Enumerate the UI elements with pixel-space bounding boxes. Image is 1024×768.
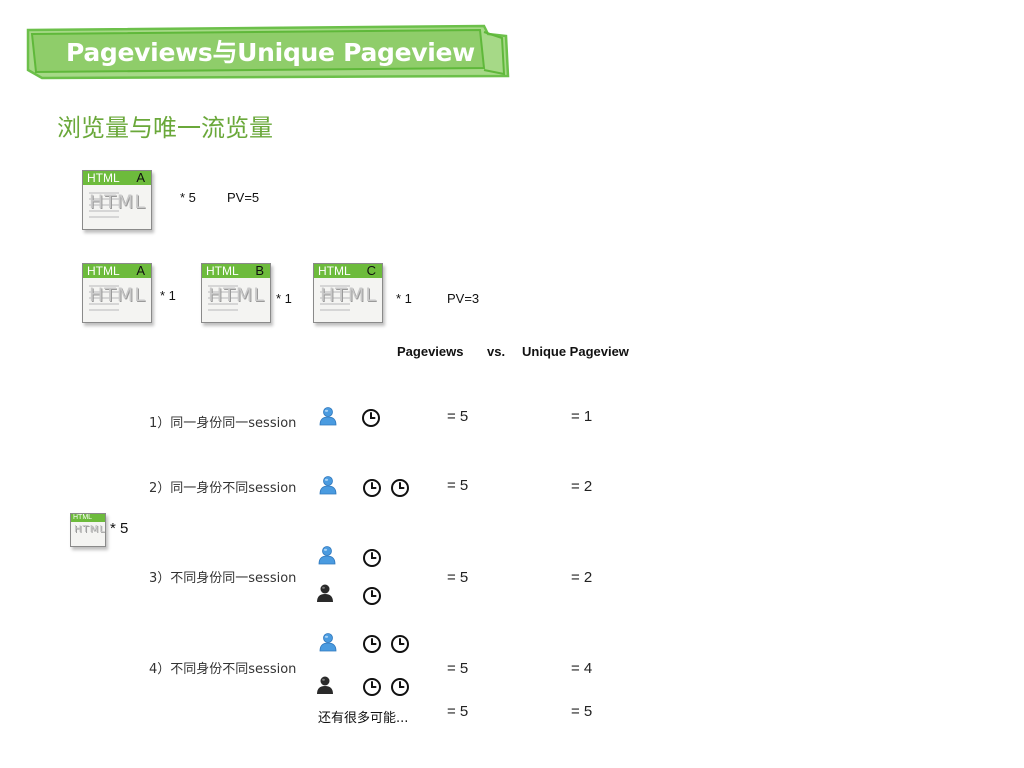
html-page-icon-b: HTML B HTML bbox=[201, 263, 271, 323]
pv-value: = 5 bbox=[447, 408, 469, 425]
clock-icon bbox=[390, 677, 410, 697]
html-watermark: HTML bbox=[320, 284, 377, 306]
unique-pageview-header: Unique Pageview bbox=[522, 344, 629, 359]
user-dark-icon bbox=[315, 583, 335, 603]
user-blue-icon bbox=[318, 475, 338, 495]
pv-result-label: PV=3 bbox=[447, 291, 480, 306]
html-watermark: HTML bbox=[89, 191, 146, 213]
page-count-label: * 5 bbox=[110, 520, 129, 537]
page-title: Pageviews与Unique Pageview bbox=[66, 38, 475, 67]
pv-value: = 5 bbox=[447, 477, 469, 494]
clock-icon bbox=[362, 677, 382, 697]
more-possibilities-label: 还有很多可能... bbox=[318, 711, 409, 726]
html-label: HTML bbox=[318, 264, 351, 278]
vs-label: vs. bbox=[487, 344, 506, 359]
html-watermark: HTML bbox=[208, 284, 265, 306]
page-letter: A bbox=[136, 170, 145, 185]
upv-value: = 2 bbox=[571, 478, 593, 495]
multiplier-label: * 5 bbox=[180, 190, 196, 205]
pv-value: = 5 bbox=[447, 569, 469, 586]
upv-value: = 1 bbox=[571, 408, 593, 425]
clock-icon bbox=[362, 478, 382, 498]
html-page-icon-a: HTML A HTML bbox=[82, 170, 152, 230]
html-page-icon-a: HTML A HTML bbox=[82, 263, 152, 323]
upv-value: = 4 bbox=[571, 660, 593, 677]
pv-value: = 5 bbox=[447, 703, 469, 720]
scenario-2-label: 2）同一身份不同session bbox=[149, 481, 297, 496]
html-label: HTML bbox=[206, 264, 239, 278]
multiplier-label: * 1 bbox=[160, 288, 176, 303]
pv-result-label: PV=5 bbox=[227, 190, 260, 205]
scenario-4-label: 4）不同身份不同session bbox=[149, 662, 297, 677]
clock-icon bbox=[362, 586, 382, 606]
title-banner: Pageviews与Unique Pageview bbox=[22, 22, 512, 82]
multiplier-label: * 1 bbox=[396, 291, 412, 306]
html-page-icon-small: HTML HTML bbox=[70, 513, 106, 547]
html-label: HTML bbox=[73, 514, 93, 521]
pageviews-header: Pageviews bbox=[397, 344, 464, 359]
html-label: HTML bbox=[87, 171, 120, 185]
user-blue-icon bbox=[318, 406, 338, 426]
clock-icon bbox=[361, 408, 381, 428]
html-watermark: HTML bbox=[74, 524, 106, 535]
page-letter: A bbox=[136, 263, 145, 278]
html-label: HTML bbox=[87, 264, 120, 278]
pv-value: = 5 bbox=[447, 660, 469, 677]
banner-shape bbox=[26, 24, 510, 80]
clock-icon bbox=[362, 548, 382, 568]
clock-icon bbox=[390, 634, 410, 654]
page-letter: C bbox=[366, 263, 376, 278]
clock-icon bbox=[362, 634, 382, 654]
html-page-icon-c: HTML C HTML bbox=[313, 263, 383, 323]
page-letter: B bbox=[255, 263, 264, 278]
html-watermark: HTML bbox=[89, 284, 146, 306]
scenario-1-label: 1）同一身份同一session bbox=[149, 416, 297, 431]
user-blue-icon bbox=[318, 632, 338, 652]
multiplier-label: * 1 bbox=[276, 291, 292, 306]
clock-icon bbox=[390, 478, 410, 498]
scenario-3-label: 3）不同身份同一session bbox=[149, 571, 297, 586]
user-blue-icon bbox=[317, 545, 337, 565]
page-subtitle: 浏览量与唯一流览量 bbox=[57, 114, 273, 142]
user-dark-icon bbox=[315, 675, 335, 695]
upv-value: = 2 bbox=[571, 569, 593, 586]
upv-value: = 5 bbox=[571, 703, 593, 720]
